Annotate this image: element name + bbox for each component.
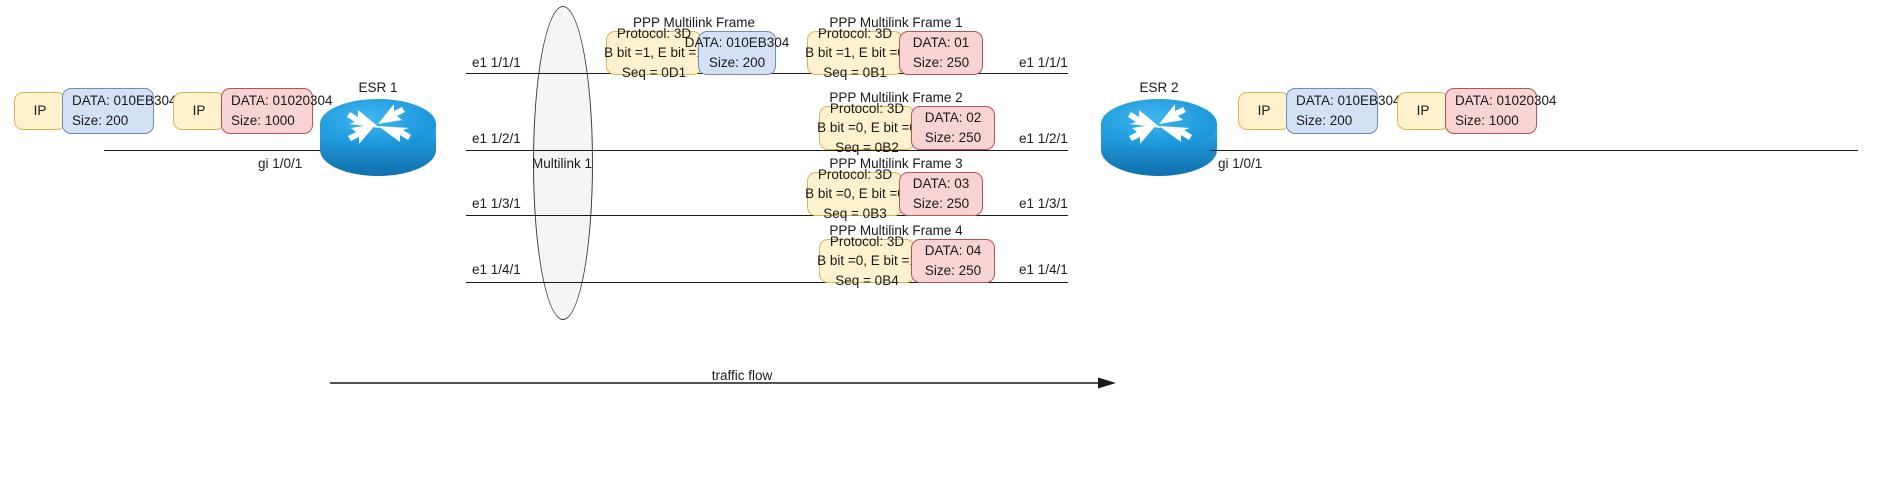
right-packet-2-size: Size: 1000 (1455, 113, 1519, 128)
link-2-left-interface: e1 1/2/1 (472, 131, 521, 146)
traffic-flow-label: traffic flow (711, 368, 773, 383)
right-packet-1-ip-label: IP (1257, 103, 1271, 119)
left-packet-2-size: Size: 1000 (231, 113, 295, 128)
frame-3-protocol: Protocol: 3D (817, 166, 893, 182)
frame-4-protocol: Protocol: 3D (829, 233, 905, 249)
frame-0-payload: DATA: 010EB304 Size: 200 (685, 31, 789, 75)
right-router-label: ESR 2 (1139, 80, 1179, 95)
frame-1-protocol: Protocol: 3D (817, 25, 893, 41)
frame-2-data: DATA: 02 (924, 110, 982, 126)
link-line-4 (466, 282, 1068, 283)
left-packet-1-ip-header: IP (14, 92, 66, 130)
frame-0-data: DATA: 010EB304 (684, 35, 790, 51)
left-lan-line (104, 150, 324, 151)
frame-0-bits: B bit =1, E bit =1 (604, 45, 704, 61)
left-packet-1-data: DATA: 010EB304 (72, 93, 177, 109)
multilink-bundle-label: Multilink 1 (531, 156, 593, 171)
frame-1-seq: Seq = 0B1 (823, 64, 887, 80)
link-1-right-interface: e1 1/1/1 (1019, 55, 1068, 70)
frame-3-data: DATA: 03 (912, 176, 970, 192)
left-packet-2-payload: DATA: 01020304 Size: 1000 (221, 88, 333, 134)
traffic-flow-arrow (330, 375, 1116, 396)
left-router-label: ESR 1 (358, 80, 398, 95)
right-packet-1-ip-header: IP (1238, 92, 1290, 130)
frame-4-size: Size: 250 (924, 263, 982, 278)
frame-4-bits: B bit =0, E bit =1 (817, 253, 917, 269)
right-packet-2-ip-label: IP (1416, 103, 1430, 119)
frame-0-protocol: Protocol: 3D (616, 25, 692, 41)
right-packet-2-payload: DATA: 01020304 Size: 1000 (1445, 88, 1557, 134)
frame-3-title: PPP Multilink Frame 3 (829, 156, 963, 171)
link-3-left-interface: e1 1/3/1 (472, 196, 521, 211)
frame-2-header: Protocol: 3D B bit =0, E bit =0 Seq = 0B… (817, 101, 917, 155)
frame-4-seq: Seq = 0B4 (835, 272, 899, 288)
frame-3-bits: B bit =0, E bit =0 (805, 186, 905, 202)
frame-3-header: Protocol: 3D B bit =0, E bit =0 Seq = 0B… (805, 167, 905, 221)
frame-1-header: Protocol: 3D B bit =1, E bit =0 Seq = 0B… (805, 26, 905, 80)
left-interface-label: gi 1/0/1 (258, 156, 303, 171)
frame-1-bits: B bit =1, E bit =0 (805, 45, 905, 61)
frame-3-seq: Seq = 0B3 (823, 205, 887, 221)
multilink-bundle-ellipse (533, 6, 593, 320)
link-line-2 (466, 150, 1068, 151)
left-packet-1-size: Size: 200 (72, 113, 129, 128)
left-packet-1-ip-label: IP (33, 103, 47, 119)
left-packet-1-payload: DATA: 010EB304 Size: 200 (62, 88, 177, 134)
left-packet-2-ip-label: IP (192, 103, 206, 119)
left-packet-2-ip-header: IP (173, 92, 225, 130)
frame-2-seq: Seq = 0B2 (835, 139, 899, 155)
right-packet-1-payload: DATA: 010EB304 Size: 200 (1286, 88, 1401, 134)
right-lan-line (1210, 150, 1858, 151)
right-packet-1-data: DATA: 010EB304 (1296, 93, 1401, 109)
frame-1-data: DATA: 01 (912, 35, 970, 51)
link-4-left-interface: e1 1/4/1 (472, 262, 521, 277)
frame-2-bits: B bit =0, E bit =0 (817, 120, 917, 136)
right-interface-label: gi 1/0/1 (1218, 156, 1263, 171)
frame-1-payload: DATA: 01 Size: 250 (899, 31, 983, 75)
frame-2-payload: DATA: 02 Size: 250 (911, 106, 995, 150)
frame-3-payload: DATA: 03 Size: 250 (899, 172, 983, 216)
router-esr-2 (1099, 98, 1219, 178)
frame-0-title: PPP Multilink Frame (632, 15, 756, 30)
right-packet-1-size: Size: 200 (1296, 113, 1353, 128)
frame-4-payload: DATA: 04 Size: 250 (911, 239, 995, 283)
frame-0-size: Size: 200 (708, 55, 766, 70)
right-packet-2-ip-header: IP (1397, 92, 1449, 130)
frame-3-size: Size: 250 (912, 196, 970, 211)
frame-4-title: PPP Multilink Frame 4 (829, 223, 963, 238)
link-4-right-interface: e1 1/4/1 (1019, 262, 1068, 277)
frame-2-title: PPP Multilink Frame 2 (829, 90, 963, 105)
left-packet-2-data: DATA: 01020304 (231, 93, 333, 109)
right-packet-2-data: DATA: 01020304 (1455, 93, 1557, 109)
link-2-right-interface: e1 1/2/1 (1019, 131, 1068, 146)
frame-1-size: Size: 250 (912, 55, 970, 70)
link-1-left-interface: e1 1/1/1 (472, 55, 521, 70)
frame-4-data: DATA: 04 (924, 243, 982, 259)
frame-0-seq: Seq = 0D1 (621, 64, 687, 80)
frame-4-header: Protocol: 3D B bit =0, E bit =1 Seq = 0B… (817, 234, 917, 288)
frame-1-title: PPP Multilink Frame 1 (829, 15, 963, 30)
frame-2-protocol: Protocol: 3D (829, 100, 905, 116)
router-esr-1 (318, 98, 438, 178)
link-line-3 (466, 215, 1068, 216)
link-3-right-interface: e1 1/3/1 (1019, 196, 1068, 211)
frame-2-size: Size: 250 (924, 130, 982, 145)
